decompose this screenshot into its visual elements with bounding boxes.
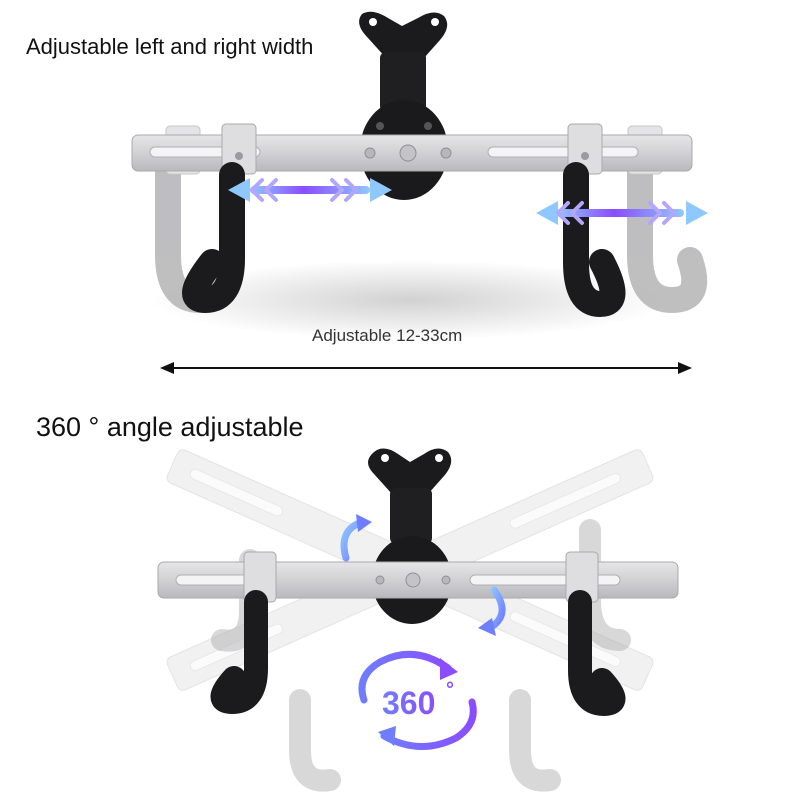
width-adjust-scene bbox=[131, 11, 708, 374]
dimension-label: Adjustable 12-33cm bbox=[312, 326, 463, 345]
360-badge-icon: 360 ° bbox=[358, 650, 477, 750]
hook-left bbox=[210, 551, 277, 715]
width-heading: Adjustable left and right width bbox=[26, 34, 314, 59]
rotation-illustration: 360 ° bbox=[157, 448, 679, 792]
hook-right bbox=[565, 551, 626, 717]
rotate-arrow-icon bbox=[340, 514, 372, 562]
hook-right bbox=[563, 123, 626, 318]
badge-number: 360 bbox=[382, 685, 435, 721]
width-adjust-illustration bbox=[131, 11, 708, 374]
rotate-arrow-icon bbox=[478, 586, 506, 636]
rotation-heading: 360 ° angle adjustable bbox=[36, 412, 304, 442]
dimension-arrow-icon bbox=[160, 362, 692, 374]
badge-degree: ° bbox=[446, 679, 454, 701]
wall-mount bbox=[368, 448, 452, 624]
double-arrow-icon bbox=[228, 178, 392, 202]
floor-shadow bbox=[150, 260, 670, 340]
rotation-scene: 360 ° bbox=[0, 400, 800, 800]
double-arrow-icon bbox=[536, 201, 708, 225]
aluminum-bar bbox=[131, 134, 693, 172]
aluminum-bar bbox=[157, 561, 679, 599]
wall-mount bbox=[359, 11, 448, 200]
hook-left bbox=[182, 123, 257, 314]
